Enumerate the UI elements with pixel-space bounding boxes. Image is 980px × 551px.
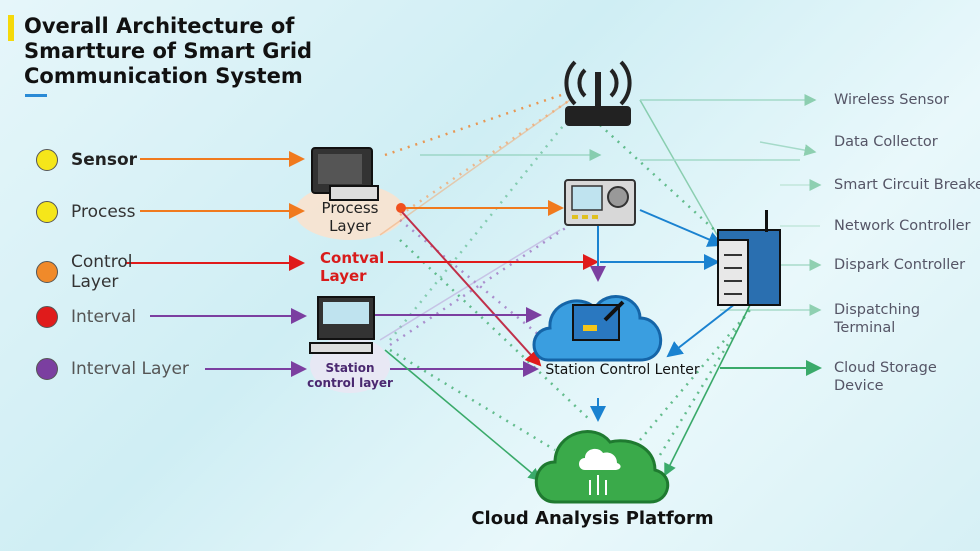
right-label-data-collector: Data Collector	[834, 134, 938, 150]
antenna-router-icon	[564, 60, 632, 126]
link	[401, 211, 542, 367]
right-label-wireless-sensor: Wireless Sensor	[834, 92, 949, 108]
right-label-dispatching-terminal: Dispatching Terminal	[834, 302, 921, 336]
title-line: Communication System	[24, 64, 303, 88]
legend-item-interval-layer: Interval Layer	[36, 358, 189, 380]
desktop-computer-icon	[311, 147, 379, 201]
legend-item-control-layer: Control Layer	[36, 252, 132, 292]
right-label-network-controller: Network Controller	[834, 218, 971, 234]
process-layer-label: Process Layer	[321, 199, 379, 235]
title-accent-bar	[8, 15, 14, 41]
control-panel-icon	[564, 179, 636, 226]
legend-item-interval: Interval	[36, 306, 136, 328]
orange-dot-icon	[36, 261, 58, 283]
title-underline	[25, 94, 47, 97]
cloud-icon	[532, 295, 663, 362]
right-label-smart-circuit-breaker: Smart Circuit Breake	[834, 177, 980, 193]
server-rack-icon	[717, 210, 781, 306]
title-line: Overall Architecture of	[24, 14, 295, 38]
right-label-cloud-storage-device: Cloud Storage Device	[834, 360, 937, 394]
legend-label: Interval Layer	[71, 359, 189, 379]
link	[664, 304, 751, 477]
junction-dot	[396, 203, 406, 213]
faint-links	[379, 94, 822, 341]
legend-item-process: Process	[36, 201, 136, 223]
purple-dot-icon	[36, 358, 58, 380]
monitor-icon	[309, 296, 375, 354]
cloud-analysis-platform-label: Cloud Analysis Platform	[471, 508, 714, 529]
cloud-icon	[534, 430, 670, 504]
contval-layer-label: Contval Layer	[320, 249, 385, 285]
station-control-center-label: Station Control Lenter	[545, 362, 700, 378]
legend-label: Sensor	[71, 150, 138, 170]
title-line: Smartture of Smart Grid	[24, 39, 313, 63]
yellow-dot-icon	[36, 201, 58, 223]
dotted-links	[384, 90, 757, 456]
legend-item-sensor: Sensor	[36, 149, 137, 171]
right-label-dispark-controller: Dispark Controller	[834, 257, 966, 273]
page-title: Overall Architecture of Smartture of Sma…	[24, 14, 312, 89]
legend-label: Control Layer	[71, 252, 133, 292]
link	[639, 209, 724, 247]
link	[666, 299, 741, 358]
link	[384, 349, 542, 482]
legend-label: Process	[71, 202, 136, 222]
red-dot-icon	[36, 306, 58, 328]
yellow-dot-icon	[36, 149, 58, 171]
legend-label: Interval	[71, 307, 137, 327]
station-control-layer-label: Station control layer	[307, 361, 393, 390]
